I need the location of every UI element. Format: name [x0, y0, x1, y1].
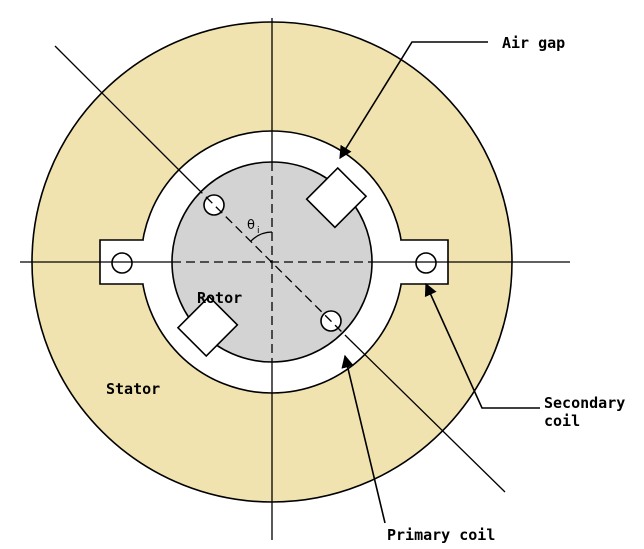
label-theta: θ	[247, 218, 255, 233]
secondary-coil-right	[415, 252, 437, 274]
leader-lines	[339, 41, 540, 524]
label-theta-subscript: i	[257, 226, 260, 236]
angle-arc	[250, 231, 273, 242]
axes	[20, 18, 570, 540]
label-air-gap: Air gap	[502, 34, 565, 52]
secondary-coil-left	[111, 252, 133, 274]
label-rotor: Rotor	[197, 289, 242, 307]
primary-coil-leader	[341, 354, 386, 524]
label-stator: Stator	[106, 380, 160, 398]
label-secondary-coil-line1: Secondary	[544, 394, 625, 412]
air-gap-leader	[339, 41, 488, 160]
secondary-coil-leader	[424, 282, 540, 409]
label-secondary-coil-line2: coil	[544, 412, 580, 430]
label-primary-coil: Primary coil	[387, 526, 495, 544]
